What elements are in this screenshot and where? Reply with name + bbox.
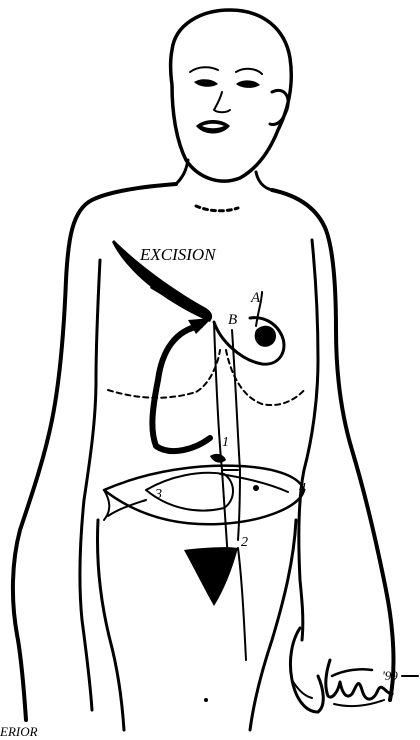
- left-eye: [194, 79, 218, 87]
- label-a: A: [250, 290, 261, 306]
- artist-signature: '99: [326, 660, 418, 706]
- right-eye: [236, 80, 260, 88]
- excision-mark-lower: [150, 284, 208, 320]
- label-1: 1: [222, 435, 229, 450]
- label-3: 3: [154, 487, 162, 502]
- signature-year: '99: [382, 668, 398, 683]
- label-excision: EXCISION: [139, 245, 217, 264]
- breast: [214, 292, 284, 364]
- pubic-region: [184, 547, 238, 606]
- torso-outline: [13, 184, 394, 730]
- arrow-head: [188, 318, 212, 334]
- corner-caption: ERIOR: [0, 724, 38, 739]
- label-b: B: [228, 312, 237, 328]
- label-2: 2: [241, 535, 248, 550]
- nipple: [255, 326, 276, 347]
- head: [171, 10, 292, 181]
- abdominal-flap: [104, 454, 304, 524]
- label-4: 4: [299, 481, 306, 496]
